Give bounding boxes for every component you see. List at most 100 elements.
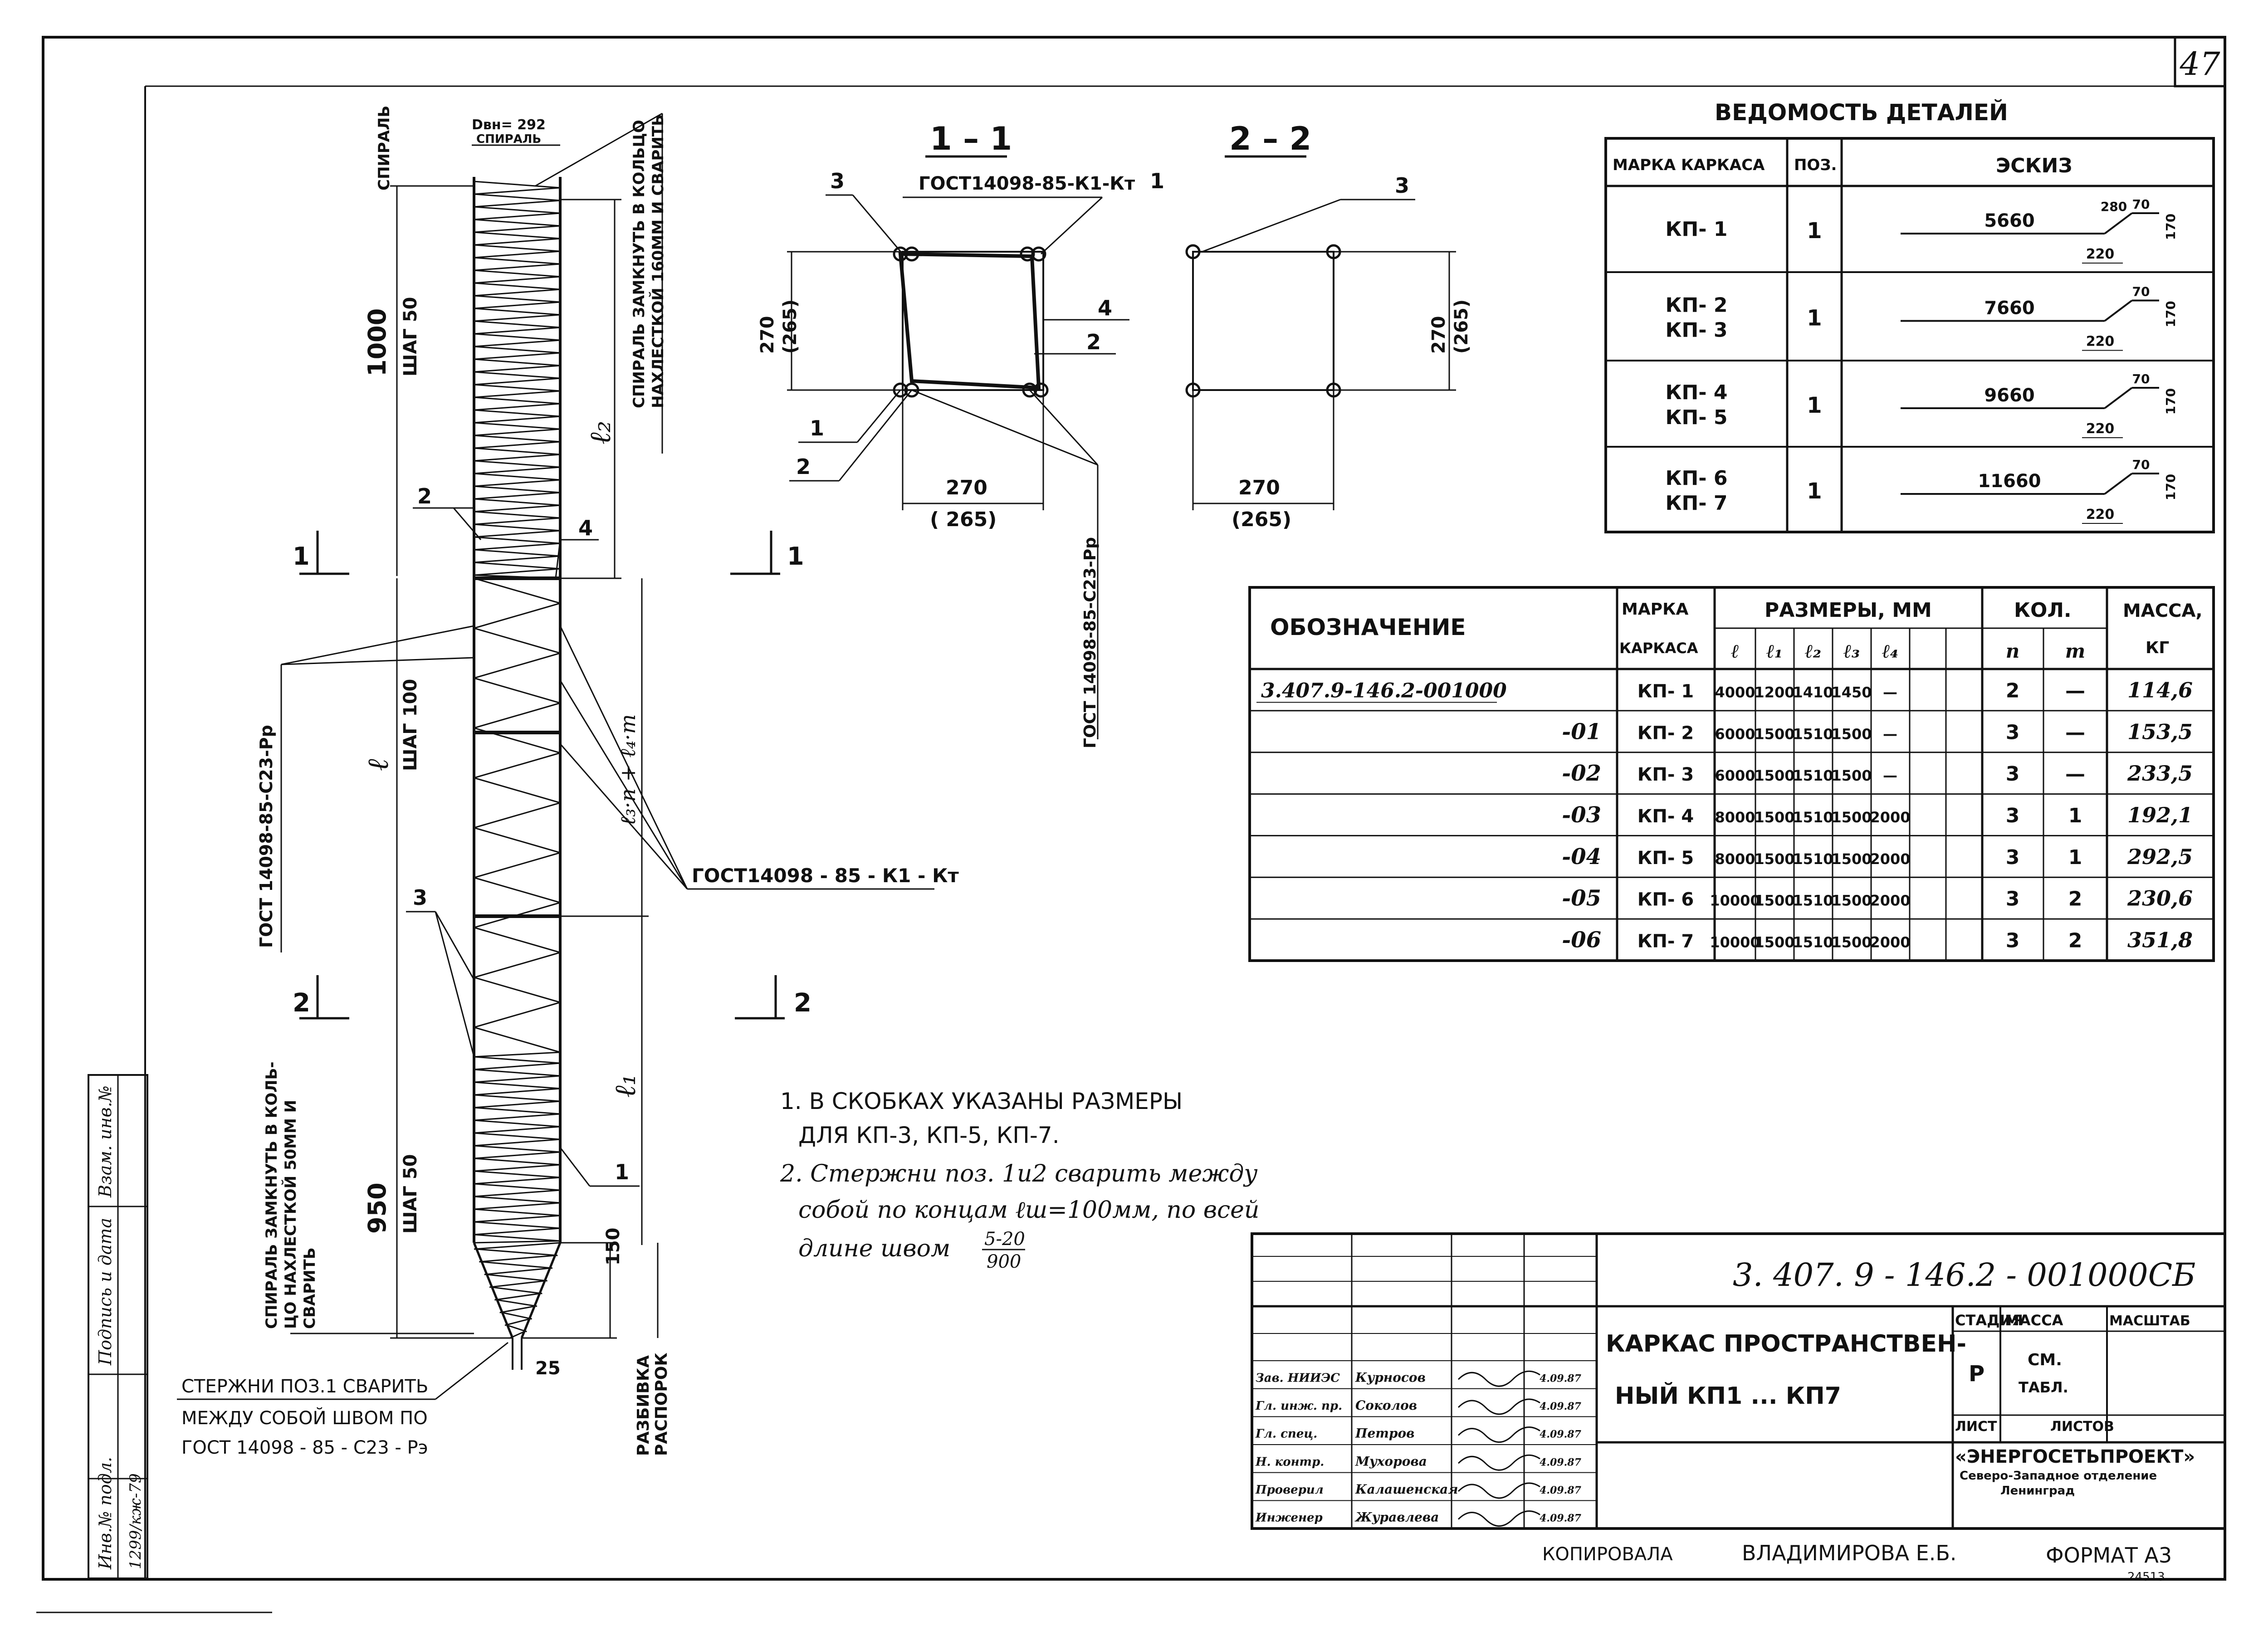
- svg-text:ЛИСТОВ: ЛИСТОВ: [2050, 1419, 2114, 1435]
- spiral-pitch-100: [474, 577, 561, 1058]
- svg-text:ВЕДОМОСТЬ ДЕТАЛЕЙ: ВЕДОМОСТЬ ДЕТАЛЕЙ: [1715, 99, 2008, 126]
- spec-size: 1510: [1793, 892, 1833, 909]
- pile-elevation: СПИРАЛЬ Dвн= 292 СПИРАЛЬ 1000 ШАГ 50 ℓ₂ …: [177, 106, 959, 1458]
- svg-text:ШАГ 50: ШАГ 50: [400, 1154, 421, 1234]
- svg-text:КАРКАСА: КАРКАСА: [1619, 640, 1698, 657]
- spec-size: 8000: [1715, 850, 1755, 868]
- svg-text:2: 2: [417, 484, 432, 508]
- spec-designation: -05: [1562, 886, 1601, 911]
- detail-dim-b: 70: [2132, 197, 2150, 212]
- detail-dim-d: 170: [2163, 474, 2178, 500]
- signature-mark: [1457, 1482, 1540, 1499]
- svg-text:Инв.№ подл.: Инв.№ подл.: [95, 1457, 115, 1570]
- svg-text:3. 407. 9 - 146.2 - 001000СБ: 3. 407. 9 - 146.2 - 001000СБ: [1733, 1256, 2196, 1294]
- signature-mark: [1457, 1426, 1540, 1443]
- signature-mark: [1457, 1398, 1540, 1415]
- svg-text:ℓ₁: ℓ₁: [609, 1074, 642, 1098]
- detail-dim-d: 170: [2163, 214, 2178, 240]
- spiral-dense-bottom: [474, 1056, 561, 1244]
- detail-length: 11660: [1978, 471, 2041, 492]
- svg-text:4: 4: [1098, 296, 1112, 320]
- spec-table: ОБОЗНАЧЕНИЕ МАРКА КАРКАСА РАЗМЕРЫ, ММ КО…: [1248, 586, 2215, 962]
- spec-size: 10000: [1710, 892, 1760, 909]
- spec-designation: -01: [1562, 719, 1601, 744]
- svg-text:270: 270: [1428, 316, 1449, 354]
- detail-mark: КП- 6: [1666, 467, 1728, 490]
- spec-subheader: ℓ₄: [1882, 640, 1898, 662]
- spec-m: 2: [2068, 929, 2082, 952]
- spec-size: 2000: [1870, 850, 1910, 868]
- svg-text:ШАГ 100: ШАГ 100: [400, 679, 421, 771]
- spec-size: 1510: [1793, 767, 1833, 784]
- svg-text:2: 2: [293, 988, 310, 1018]
- sheet-number: 47: [2179, 45, 2220, 83]
- signer-role: Инженер: [1255, 1511, 1323, 1525]
- svg-text:1000: 1000: [363, 308, 391, 376]
- signer-date: 4.09.87: [1540, 1456, 1582, 1468]
- svg-text:МАРКА КАРКАСА: МАРКА КАРКАСА: [1613, 156, 1765, 174]
- spec-size: —: [1883, 684, 1897, 701]
- signer-role: Гл. инж. пр.: [1255, 1399, 1342, 1413]
- svg-text:3: 3: [413, 885, 427, 910]
- spec-m: —: [2065, 721, 2085, 744]
- spec-mark: КП- 1: [1637, 681, 1694, 702]
- svg-text:(265): (265): [780, 299, 801, 354]
- svg-text:1: 1: [293, 542, 310, 571]
- detail-dim-a: 220: [2086, 334, 2115, 350]
- detail-length: 9660: [1984, 385, 2034, 406]
- signer-name: Курносов: [1355, 1370, 1426, 1385]
- spec-size: 1200: [1754, 684, 1794, 701]
- svg-text:24513: 24513: [2127, 1570, 2165, 1584]
- detail-dim-b: 70: [2132, 457, 2150, 472]
- spec-mark: КП- 6: [1637, 889, 1694, 910]
- spec-mark: КП- 7: [1637, 931, 1694, 952]
- signer-role: Гл. спец.: [1255, 1427, 1317, 1441]
- spec-m: 2: [2068, 888, 2082, 911]
- spec-size: 1510: [1793, 809, 1833, 826]
- svg-text:КГ: КГ: [2146, 639, 2169, 657]
- spec-mass: 292,5: [2127, 845, 2193, 869]
- svg-text:РАЗБИВКА: РАЗБИВКА: [634, 1355, 653, 1456]
- svg-text:ℓ₃·n + ℓ₄·m: ℓ₃·n + ℓ₄·m: [616, 714, 640, 825]
- detail-pos: 1: [1807, 393, 1822, 418]
- spec-mass: 233,5: [2127, 761, 2193, 786]
- svg-text:КАРКАС ПРОСТРАНСТВЕН-: КАРКАС ПРОСТРАНСТВЕН-: [1606, 1330, 1966, 1358]
- svg-text:150: 150: [603, 1228, 624, 1266]
- spec-n: 3: [2006, 929, 2020, 952]
- svg-text:1: 1: [1150, 169, 1164, 193]
- spec-size: 6000: [1715, 725, 1755, 742]
- svg-text:СТАДИЯ: СТАДИЯ: [1955, 1312, 2023, 1329]
- svg-text:1. В СКОБКАХ УКАЗАНЫ РАЗМЕРЫ: 1. В СКОБКАХ УКАЗАНЫ РАЗМЕРЫ: [780, 1088, 1183, 1114]
- signer-name: Журавлева: [1354, 1510, 1439, 1525]
- signer-date: 4.09.87: [1540, 1485, 1582, 1496]
- signer-date: 4.09.87: [1540, 1372, 1582, 1384]
- svg-text:КОПИРОВАЛА: КОПИРОВАЛА: [1542, 1544, 1673, 1565]
- svg-text:СМ.: СМ.: [2028, 1351, 2062, 1369]
- signer-name: Соколов: [1355, 1398, 1417, 1413]
- spec-size: 1410: [1793, 684, 1833, 701]
- spiral-dense-top: [474, 181, 561, 579]
- spec-size: —: [1883, 767, 1897, 784]
- spec-size: 1510: [1793, 850, 1833, 868]
- sheet-frame: [42, 36, 2226, 1581]
- svg-text:МАРКА: МАРКА: [1622, 600, 1688, 619]
- spec-mass: 230,6: [2127, 886, 2193, 911]
- svg-text:4: 4: [578, 516, 593, 540]
- spec-subheader: ℓ₁: [1766, 640, 1783, 662]
- svg-text:270: 270: [946, 476, 987, 499]
- svg-text:2: 2: [796, 454, 811, 479]
- svg-text:СПИРАЛЬ: СПИРАЛЬ: [476, 132, 541, 146]
- svg-text:СПИРАЛЬ: СПИРАЛЬ: [375, 106, 393, 190]
- svg-text:ГОСТ14098 - 85 - К1 - Кт: ГОСТ14098 - 85 - К1 - Кт: [692, 864, 959, 887]
- spec-n: 3: [2006, 762, 2020, 786]
- spec-m: —: [2065, 762, 2085, 786]
- svg-text:2 – 2: 2 – 2: [1229, 120, 1311, 157]
- svg-text:2. Стержни поз. 1и2 сварить ме: 2. Стержни поз. 1и2 сварить между: [780, 1160, 1258, 1187]
- detail-dim-d: 170: [2163, 388, 2178, 415]
- spec-designation: -03: [1562, 802, 1601, 828]
- detail-length: 7660: [1984, 298, 2034, 319]
- svg-text:270: 270: [757, 316, 778, 354]
- spec-size: 1500: [1831, 767, 1872, 784]
